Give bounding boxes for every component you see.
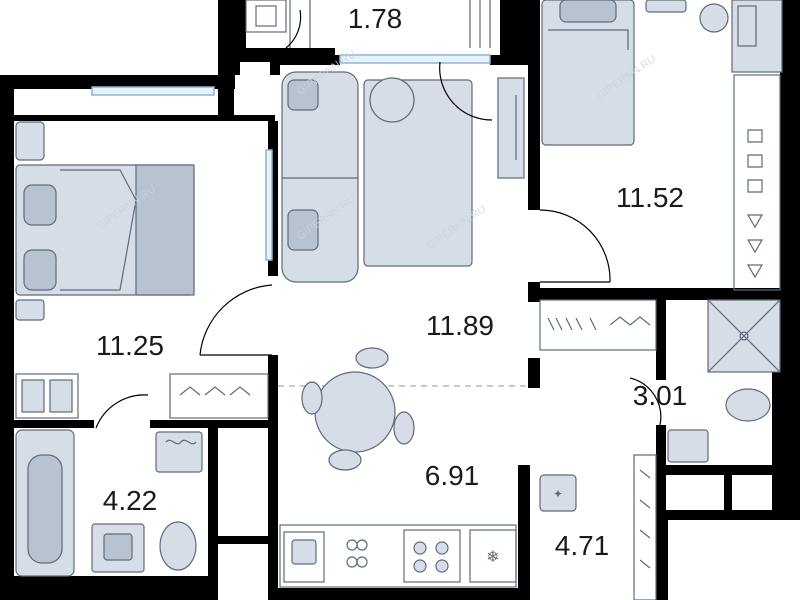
sink-unit bbox=[283, 531, 325, 583]
dining-table bbox=[314, 371, 396, 453]
wardrobe-shoes bbox=[539, 299, 657, 351]
coat-rack bbox=[633, 454, 657, 600]
room-bedroom-right: 11.52 bbox=[541, 0, 783, 291]
pillow-1 bbox=[23, 184, 57, 226]
pillow-2 bbox=[23, 249, 57, 291]
washer-bath bbox=[155, 431, 203, 473]
nightstand-top bbox=[15, 121, 45, 161]
laundry-unit bbox=[15, 373, 79, 419]
wall-mirror bbox=[539, 474, 577, 512]
bed-blanket-fold bbox=[135, 164, 195, 296]
fridge bbox=[469, 529, 517, 583]
burner-3 bbox=[413, 559, 427, 573]
stove bbox=[403, 529, 461, 583]
armchair bbox=[369, 77, 415, 123]
nightstand-bottom bbox=[15, 299, 45, 321]
sink-wc bbox=[667, 429, 709, 463]
area-label-hallway-top: 1.78 bbox=[348, 3, 403, 34]
sofa-cushion-2 bbox=[287, 209, 319, 251]
closet-panel bbox=[737, 5, 757, 47]
room-corridor: ✦ 4.71 bbox=[539, 454, 657, 600]
toilet-bath bbox=[159, 521, 197, 571]
sparkle-icon: ✦ bbox=[553, 487, 563, 501]
washer-1 bbox=[21, 379, 45, 413]
room-bedroom-left: 11.25 bbox=[15, 121, 273, 419]
room-wc: 3.01 bbox=[629, 299, 781, 463]
windows bbox=[91, 54, 491, 261]
chair-bottom bbox=[328, 449, 362, 471]
shelving-unit bbox=[733, 74, 781, 291]
burner-4 bbox=[435, 559, 449, 573]
sink-bath-basin bbox=[103, 533, 133, 561]
desk bbox=[645, 0, 687, 13]
room-hallway-top: 1.78 bbox=[245, 0, 491, 49]
wardrobe-left bbox=[169, 373, 269, 419]
area-label-bedroom-right: 11.52 bbox=[616, 182, 684, 213]
area-label-kitchen: 6.91 bbox=[425, 460, 480, 491]
burner-1 bbox=[413, 541, 427, 555]
desk-chair bbox=[699, 3, 729, 33]
chair-top bbox=[355, 347, 389, 369]
area-label-wc: 3.01 bbox=[633, 380, 688, 411]
chair-right bbox=[393, 411, 415, 445]
bathtub-basin bbox=[27, 454, 63, 564]
chair-left bbox=[301, 381, 323, 415]
tv-stand bbox=[497, 77, 525, 179]
washer-2 bbox=[49, 379, 73, 413]
toilet-wc bbox=[725, 388, 771, 422]
area-label-bedroom-left: 11.25 bbox=[96, 330, 164, 361]
room-bathroom: 4.22 bbox=[15, 394, 203, 577]
single-bed-pillow bbox=[559, 0, 617, 23]
area-label-corridor: 4.71 bbox=[555, 530, 610, 561]
rug bbox=[363, 79, 473, 267]
wardrobe-top bbox=[731, 0, 783, 73]
wardrobe-corridor bbox=[539, 299, 657, 351]
single-bed bbox=[541, 0, 635, 146]
burner-2 bbox=[435, 541, 449, 555]
room-kitchen: 6.91 ❄ bbox=[279, 347, 517, 588]
sofa-cushion-1 bbox=[287, 79, 319, 111]
sink-icon bbox=[291, 539, 317, 565]
area-label-bathroom: 4.22 bbox=[103, 485, 158, 516]
snowflake-icon: ❄ bbox=[486, 547, 499, 566]
room-living: 11.89 bbox=[278, 61, 611, 387]
area-label-living: 11.89 bbox=[426, 310, 494, 341]
